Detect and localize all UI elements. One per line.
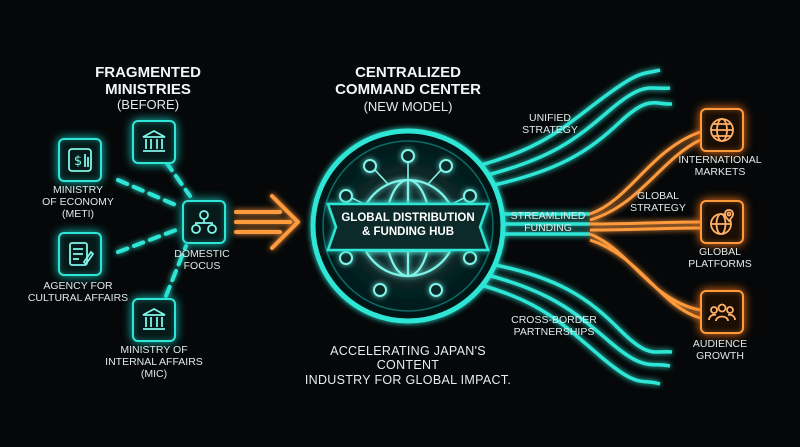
agency-cultural-label: AGENCY FOR CULTURAL AFFAIRS bbox=[27, 280, 129, 305]
government-building-icon bbox=[142, 129, 166, 152]
left-subheading: (BEFORE) bbox=[116, 97, 180, 112]
ministry-economy-label: MINISTRY OF ECONOMY (METI) bbox=[42, 184, 114, 221]
branch-label-global-strategy: GLOBAL STRATEGY bbox=[630, 190, 686, 215]
upper-channel-lines bbox=[469, 68, 673, 190]
ministry-internal-label: MINISTRY OF INTERNAL AFFAIRS (MIC) bbox=[105, 344, 203, 381]
channel-label-partnerships: CROSS-BORDER PARTNERSHIPS bbox=[511, 314, 597, 339]
output-box-audience bbox=[700, 290, 744, 334]
svg-text:$: $ bbox=[74, 154, 82, 169]
output-label-audience: AUDIENCE GROWTH bbox=[692, 338, 748, 363]
audience-icon bbox=[708, 303, 736, 322]
output-branch-lines bbox=[589, 130, 701, 320]
left-heading: FRAGMENTED MINISTRIES bbox=[90, 64, 206, 99]
hub-label: GLOBAL DISTRIBUTION & FUNDING HUB bbox=[341, 212, 475, 239]
ministry-economy-box: $ bbox=[58, 138, 102, 182]
money-document-icon: $ bbox=[68, 148, 92, 172]
output-box-platforms bbox=[700, 200, 744, 244]
document-pen-icon bbox=[69, 242, 95, 266]
agency-cultural-box bbox=[58, 232, 102, 276]
tagline: ACCELERATING JAPAN'S CONTENT INDUSTRY FO… bbox=[304, 344, 512, 387]
org-chart-icon bbox=[191, 210, 217, 234]
output-box-markets bbox=[700, 108, 744, 152]
domestic-focus-label: DOMESTIC FOCUS bbox=[174, 248, 230, 273]
arrow-icon bbox=[234, 194, 300, 250]
ministry-top-box bbox=[132, 120, 176, 164]
center-subheading: (NEW MODEL) bbox=[363, 99, 453, 114]
globe-icon bbox=[710, 118, 734, 142]
channel-label-unified: UNIFIED STRATEGY bbox=[522, 112, 578, 137]
domestic-focus-box bbox=[182, 200, 226, 244]
hub-banner-ribbon bbox=[326, 202, 490, 252]
lower-channel-lines bbox=[469, 260, 673, 386]
channel-label-funding: STREAMLINED FUNDING bbox=[510, 210, 586, 235]
network-nodes bbox=[339, 149, 477, 297]
left-heading-text: FRAGMENTED MINISTRIES bbox=[95, 64, 201, 99]
globe-pin-icon bbox=[710, 209, 734, 235]
dashed-connectors bbox=[116, 160, 192, 298]
government-building-icon bbox=[142, 307, 166, 330]
output-label-markets: INTERNATIONAL MARKETS bbox=[678, 154, 762, 179]
output-label-platforms: GLOBAL PLATFORMS bbox=[688, 246, 752, 271]
center-heading: CENTRALIZED COMMAND CENTER bbox=[335, 64, 481, 99]
ministry-internal-box bbox=[132, 298, 176, 342]
